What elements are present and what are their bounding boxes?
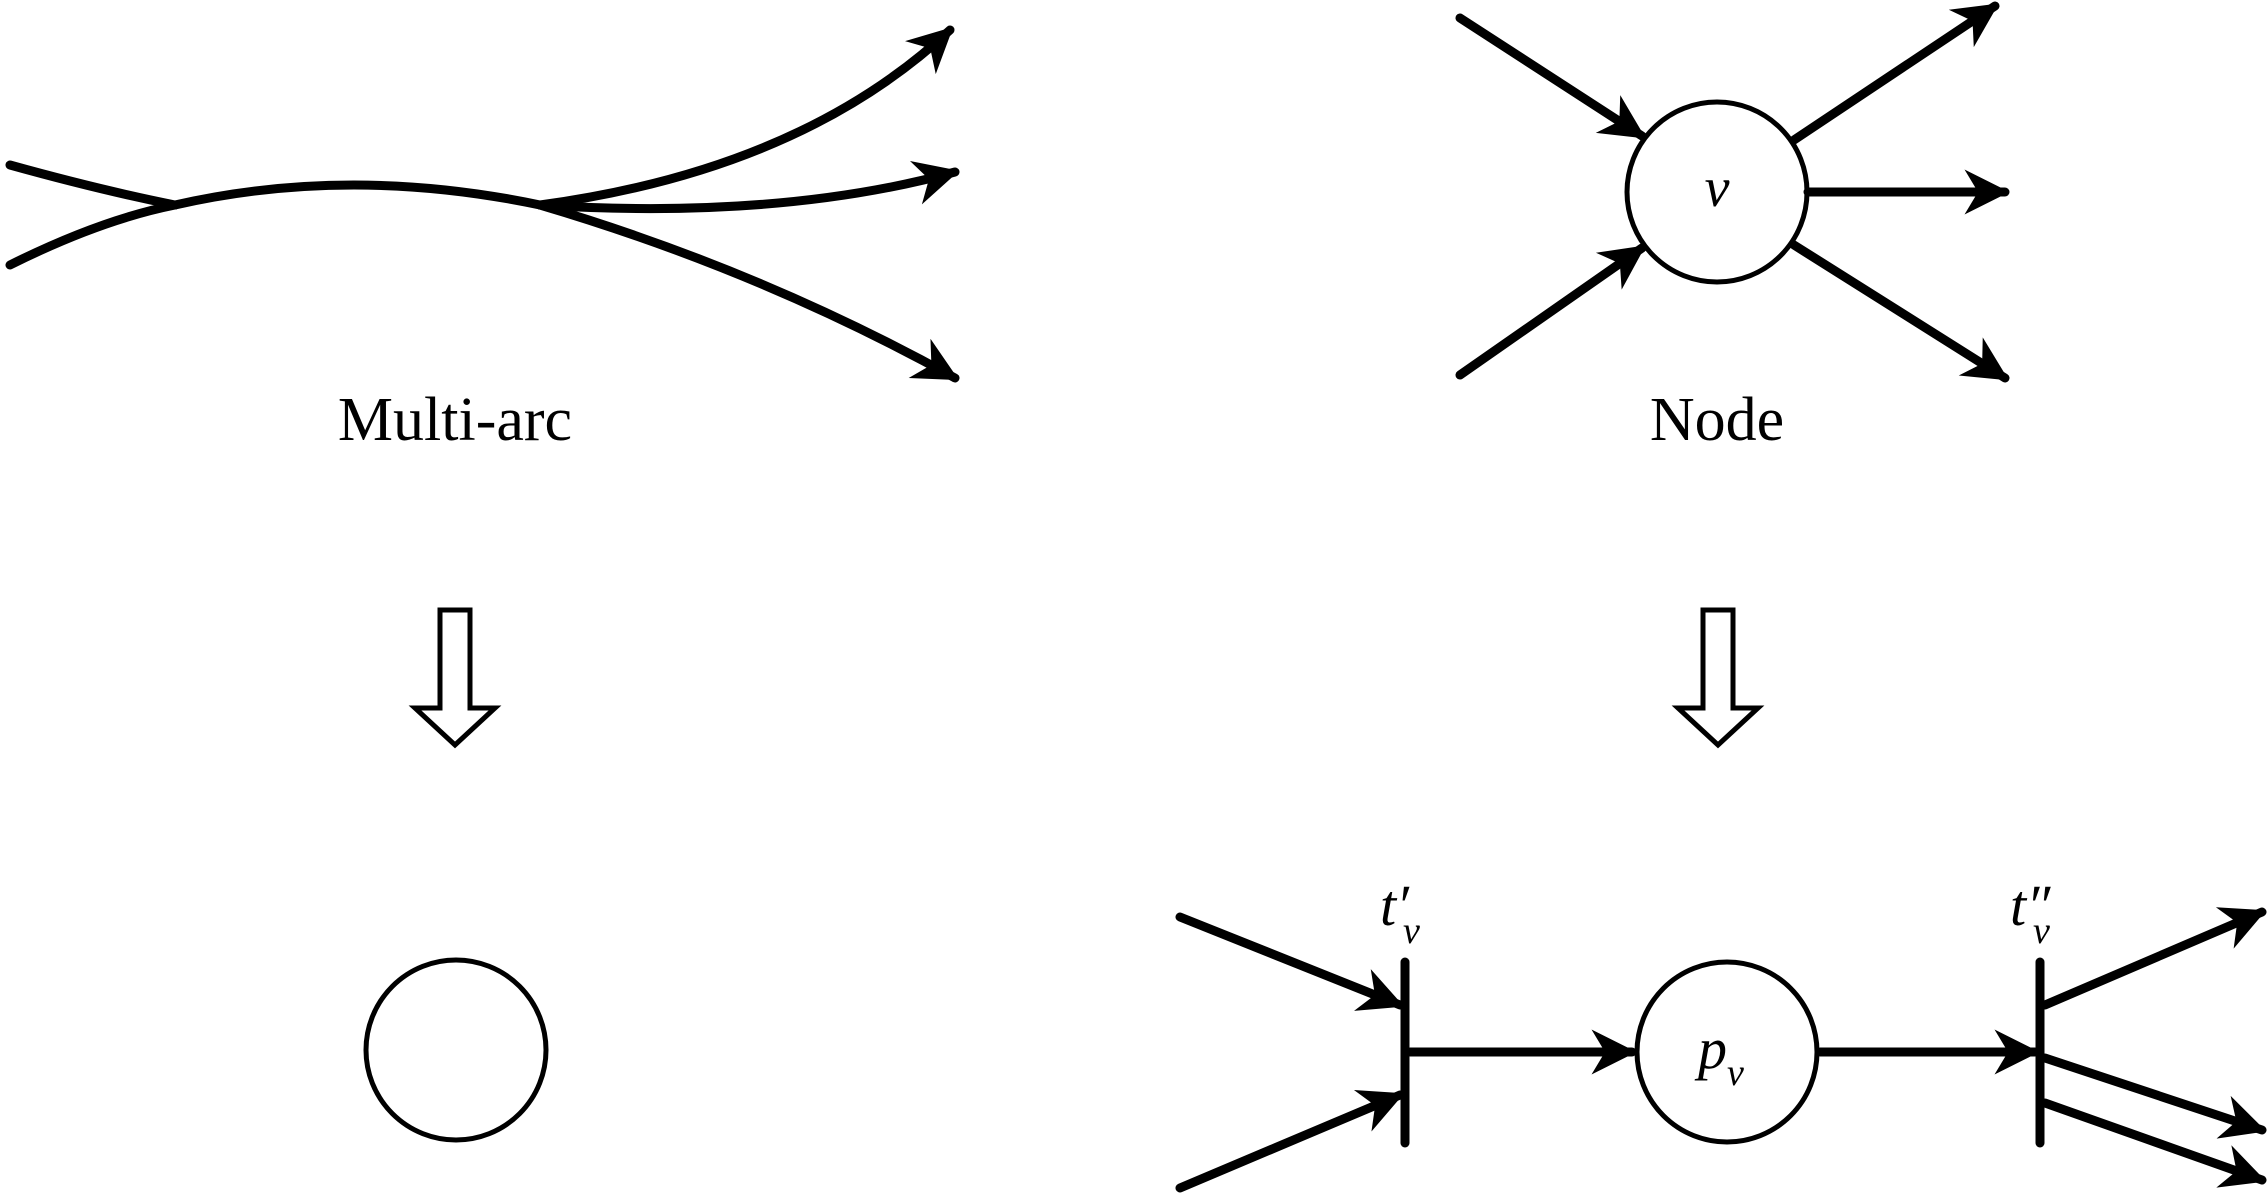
- place-p-label: p: [1694, 1016, 1727, 1081]
- multi-arc-label: Multi-arc: [338, 386, 572, 454]
- t-prime-in-arrow-upper: [1175, 912, 1405, 1011]
- down-arrow-right-icon: [1671, 607, 1765, 749]
- node-in-arrow-lower: [1455, 243, 1647, 380]
- node-symbol: ν: [1705, 157, 1730, 219]
- transition-t-double-prime-label: t″: [2010, 873, 2051, 938]
- node-out-arrow-upper: [1789, 1, 2000, 145]
- multi-arc-main: [170, 180, 545, 210]
- multi-arc-place-circle: [363, 957, 549, 1143]
- node-group: ν Node: [1455, 1, 2010, 454]
- transition-t-prime-sub: ν: [1403, 910, 1420, 952]
- t-double-prime-out-arrow-1: [2040, 907, 2267, 1010]
- multi-arc-out-1: [535, 25, 955, 210]
- down-arrow-left-icon: [408, 607, 502, 749]
- multi-arc-group: Multi-arc: [5, 25, 960, 454]
- multi-arc-out-2: [535, 161, 960, 214]
- t-double-prime-out-arrow-2: [2040, 1053, 2267, 1139]
- multi-arc-in-upper: [5, 160, 180, 210]
- t-prime-in-arrow-lower: [1175, 1090, 1405, 1193]
- node-label: Node: [1650, 386, 1784, 454]
- place-p-sub: ν: [1727, 1052, 1744, 1094]
- t-double-prime-out-arrow-3: [2040, 1098, 2267, 1188]
- node-in-arrow-upper: [1455, 13, 1647, 141]
- node-out-arrow-lower: [1789, 240, 2010, 383]
- transition-t-double-prime-sub: ν: [2033, 910, 2050, 952]
- multi-arc-in-lower: [5, 200, 180, 270]
- node-expansion-group: t′ ν t″ ν p ν: [1175, 873, 2267, 1193]
- multi-arc-out-3: [535, 200, 960, 383]
- transition-t-prime-label: t′: [1380, 873, 1410, 938]
